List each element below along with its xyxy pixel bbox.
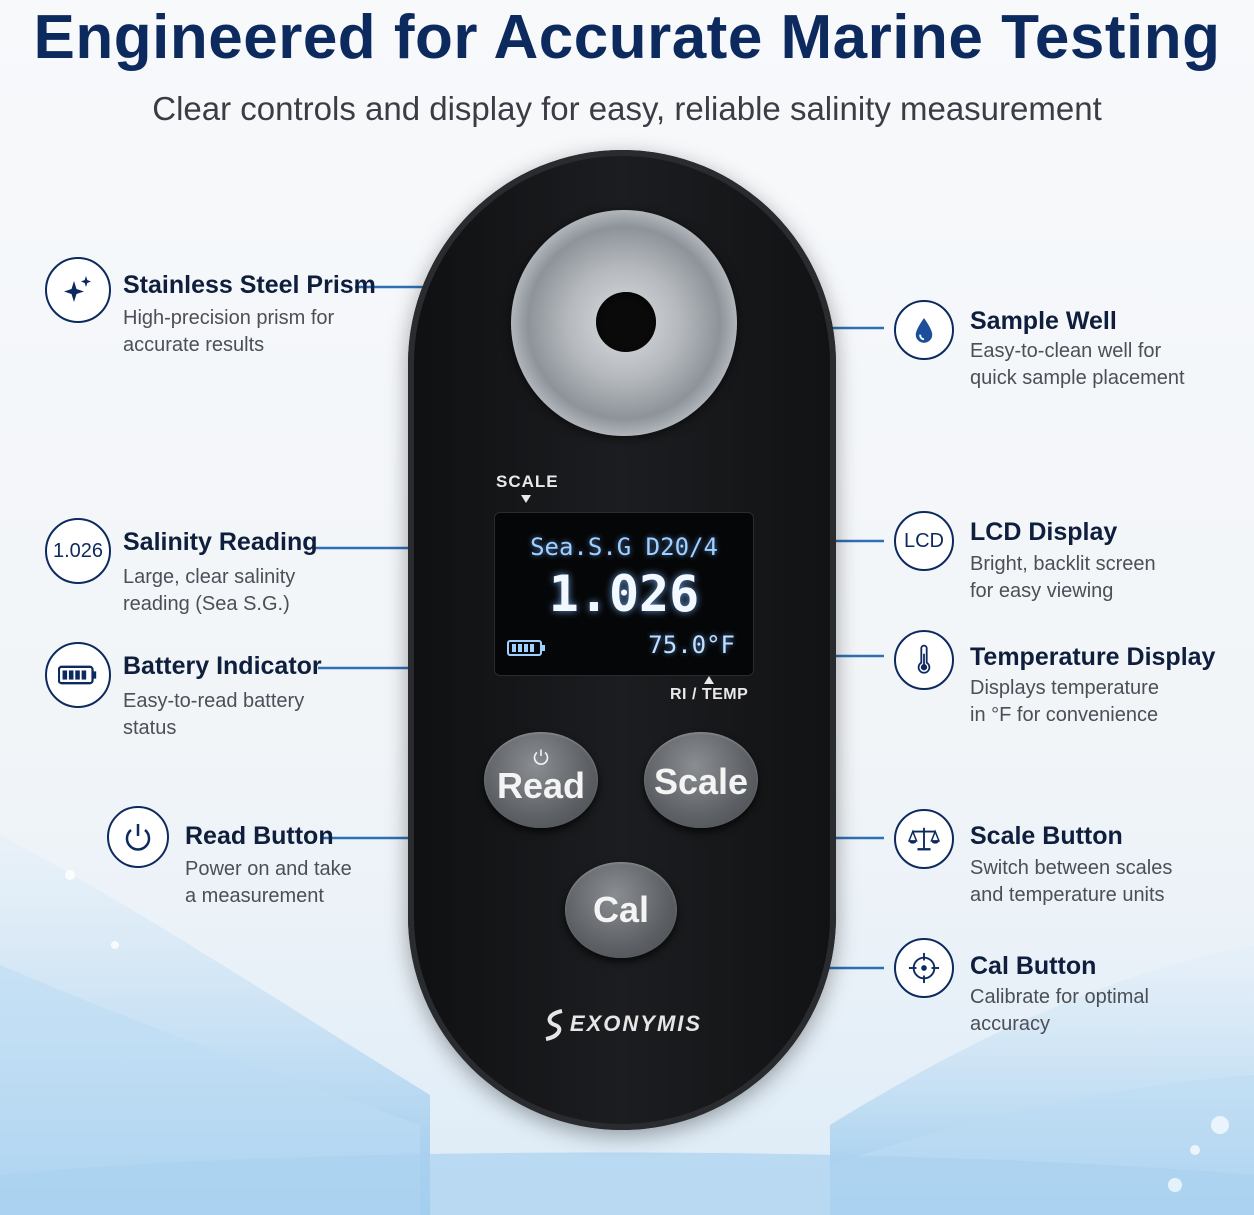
callout-battery-line2: status xyxy=(123,717,177,739)
callout-scale-desc: Switch between scales and temperature un… xyxy=(970,855,1210,909)
page-title: Engineered for Accurate Marine Testing xyxy=(33,3,1221,72)
callout-read-line1: Power on and take xyxy=(185,858,352,880)
scale-button[interactable]: Scale xyxy=(644,732,758,828)
lcd-screen: Sea.S.G D20/4 1.026 75.0°F xyxy=(494,512,754,676)
callout-lcd-line2: for easy viewing xyxy=(970,580,1114,602)
callout-prism-heading: Stainless Steel Prism xyxy=(123,271,376,299)
scale-button-label: Scale xyxy=(653,761,749,802)
battery-icon xyxy=(45,642,111,708)
read-button-label: Read xyxy=(496,765,586,806)
callout-temp-line2: in °F for convenience xyxy=(970,704,1159,726)
scale-marker-label: SCALE xyxy=(496,472,559,491)
callout-scale-line1: Switch between scales xyxy=(970,857,1173,879)
callout-well-line2: quick sample placement xyxy=(970,367,1185,389)
callout-salinity-desc: Large, clear salinity reading (Sea S.G.) xyxy=(123,564,363,618)
callout-well-line1: Easy-to-clean well for xyxy=(970,340,1162,362)
callout-read-desc: Power on and take a measurement xyxy=(185,856,425,910)
cal-button-label: Cal xyxy=(592,889,650,930)
callout-cal-heading: Cal Button xyxy=(970,952,1097,980)
callout-salinity-heading: Salinity Reading xyxy=(123,528,318,556)
callout-temp-line1: Displays temperature xyxy=(970,677,1159,699)
callout-prism-line1: High-precision prism for xyxy=(123,307,335,329)
read-button[interactable]: Read xyxy=(484,732,598,828)
refractometer-device: SCALE Sea.S.G D20/4 1.026 75.0°F RI / TE… xyxy=(408,150,836,1130)
callout-scale-heading: Scale Button xyxy=(970,822,1123,850)
callout-prism-desc: High-precision prism for accurate result… xyxy=(123,305,363,359)
callout-lcd-desc: Bright, backlit screen for easy viewing xyxy=(970,551,1210,605)
lcd-icon: LCD xyxy=(894,511,954,571)
callout-battery-heading: Battery Indicator xyxy=(123,652,322,680)
temperature-reading: 75.0°F xyxy=(648,631,735,659)
salinity-icon-text: 1.026 xyxy=(52,539,104,562)
callout-prism-line2: accurate results xyxy=(123,334,265,356)
power-icon xyxy=(533,749,549,765)
callout-lcd-heading: LCD Display xyxy=(970,518,1118,546)
callout-scale-line2: and temperature units xyxy=(970,884,1165,906)
callout-well-desc: Easy-to-clean well for quick sample plac… xyxy=(970,338,1210,392)
callout-salinity-line1: Large, clear salinity xyxy=(123,566,296,588)
scale-marker: SCALE xyxy=(496,472,559,503)
cal-button[interactable]: Cal xyxy=(565,862,677,958)
callout-temp-desc: Displays temperature in °F for convenien… xyxy=(970,675,1210,729)
callout-lcd-line1: Bright, backlit screen xyxy=(970,553,1156,575)
callout-cal-desc: Calibrate for optimal accuracy xyxy=(970,984,1210,1038)
callout-battery-line1: Easy-to-read battery xyxy=(123,690,305,712)
salinity-reading: 1.026 xyxy=(548,565,700,623)
sample-well xyxy=(596,292,656,352)
sparkle-icon xyxy=(45,257,111,323)
callout-salinity-line2: reading (Sea S.G.) xyxy=(123,593,290,615)
callout-battery-desc: Easy-to-read battery status xyxy=(123,688,363,742)
callout-cal-line1: Calibrate for optimal xyxy=(970,986,1149,1008)
brand-name: EXONYMIS xyxy=(569,1010,703,1036)
power-icon xyxy=(107,806,169,868)
battery-icon xyxy=(507,640,545,656)
callout-read-line2: a measurement xyxy=(185,885,324,907)
callout-temp-heading: Temperature Display xyxy=(970,643,1216,671)
callout-read-heading: Read Button xyxy=(185,822,334,850)
brand-logo: EXONYMIS xyxy=(408,1008,836,1042)
brand-swoosh-icon xyxy=(545,1009,563,1041)
callout-cal-line2: accuracy xyxy=(970,1013,1051,1035)
balance-scale-icon xyxy=(894,809,954,869)
droplet-icon xyxy=(894,300,954,360)
triangle-up-icon xyxy=(704,676,715,684)
thermometer-icon xyxy=(894,630,954,690)
screen-mode-text: Sea.S.G D20/4 xyxy=(530,533,718,561)
callout-well-heading: Sample Well xyxy=(970,307,1117,335)
lcd-icon-text: LCD xyxy=(903,529,944,552)
ri-temp-marker: RI / TEMP xyxy=(670,676,748,704)
crosshair-icon xyxy=(894,938,954,998)
page-subtitle: Clear controls and display for easy, rel… xyxy=(152,90,1102,127)
triangle-down-icon xyxy=(521,495,531,503)
ri-temp-label: RI / TEMP xyxy=(670,686,749,703)
salinity-icon: 1.026 xyxy=(45,518,111,584)
stainless-steel-prism xyxy=(511,210,737,436)
